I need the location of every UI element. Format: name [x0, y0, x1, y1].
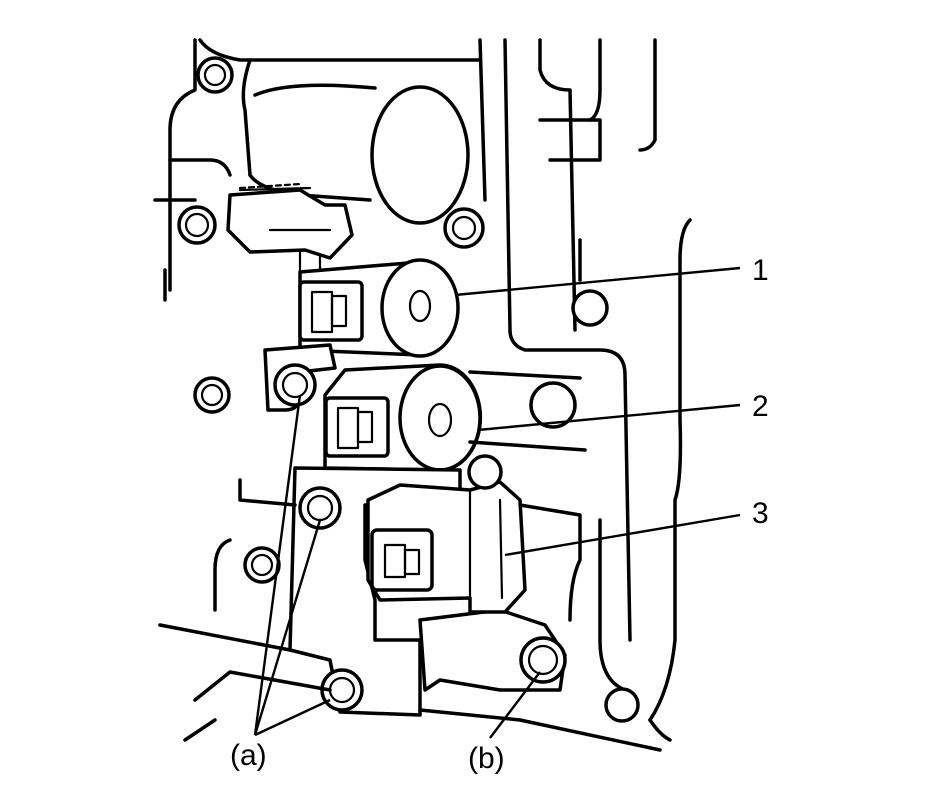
- solenoid-3: [366, 454, 527, 614]
- leader-b: [489, 671, 541, 739]
- label-part-1: 1: [752, 254, 769, 287]
- base-outline: [158, 478, 662, 752]
- leader-1: [454, 266, 741, 297]
- leader-a-3: [254, 698, 331, 737]
- label-bolt-a: (a): [230, 739, 267, 772]
- label-bolt-b: (b): [468, 742, 505, 775]
- mounting-bracket-upper: [263, 343, 337, 412]
- bolt-right: [529, 381, 577, 429]
- leader-a-1: [253, 394, 302, 736]
- valve-body-outline: [153, 38, 692, 742]
- leader-a-2: [253, 519, 322, 736]
- leader-3: [504, 513, 741, 557]
- solenoid-2: [323, 363, 587, 472]
- solenoid-1: [298, 258, 460, 358]
- label-part-2: 2: [752, 390, 769, 423]
- case-bolts: [177, 56, 640, 723]
- leader-2: [477, 403, 741, 432]
- label-part-3: 3: [752, 497, 769, 530]
- bolt-b: [519, 636, 567, 684]
- leader-lines: [253, 266, 741, 739]
